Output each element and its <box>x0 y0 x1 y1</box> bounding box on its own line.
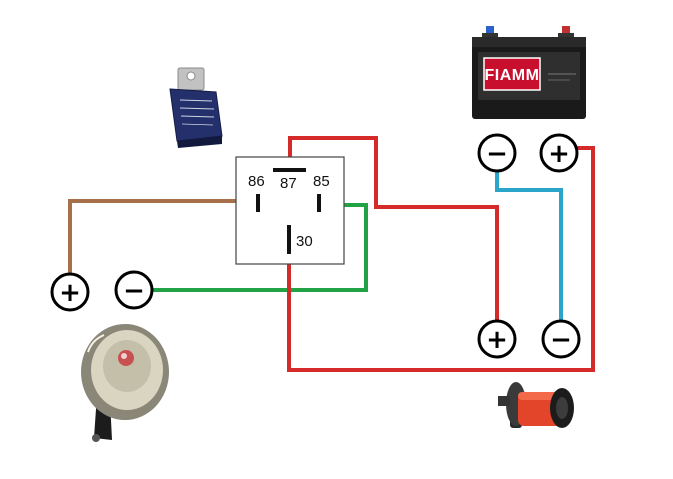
horn-positive-sign: + <box>59 278 81 308</box>
battery-brand-badge <box>483 57 541 91</box>
horn <box>81 324 169 442</box>
blue-wire-battery-to-compressor <box>495 170 563 322</box>
horn-negative-terminal: − <box>114 270 154 310</box>
compressor-negative-terminal: − <box>541 319 581 359</box>
relay-pin-87-label: 87 <box>280 175 297 192</box>
relay-pin-86-label: 86 <box>248 173 265 190</box>
red-wire-87-to-compressor <box>288 136 499 322</box>
battery-negative-terminal: − <box>477 133 517 173</box>
brown-wire-86-to-horn <box>68 199 257 276</box>
battery: FIAMM <box>472 26 586 119</box>
horn-positive-terminal: + <box>50 272 90 312</box>
battery-brand-label: FIAMM <box>485 67 540 84</box>
relay-photo <box>169 67 223 148</box>
horn-negative-sign: − <box>123 276 145 306</box>
battery-negative-sign: − <box>486 139 508 169</box>
compressor-positive-sign: + <box>486 325 508 355</box>
relay-schematic: 86 87 85 30 <box>235 156 345 265</box>
compressor-negative-sign: − <box>550 325 572 355</box>
battery-positive-terminal: + <box>539 133 579 173</box>
compressor-positive-terminal: + <box>477 319 517 359</box>
air-compressor <box>498 382 574 428</box>
red-wire-30-to-battery <box>287 146 595 372</box>
relay-pin-85-label: 85 <box>313 173 330 190</box>
relay-pin-30-label: 30 <box>296 233 313 250</box>
battery-positive-sign: + <box>548 139 570 169</box>
